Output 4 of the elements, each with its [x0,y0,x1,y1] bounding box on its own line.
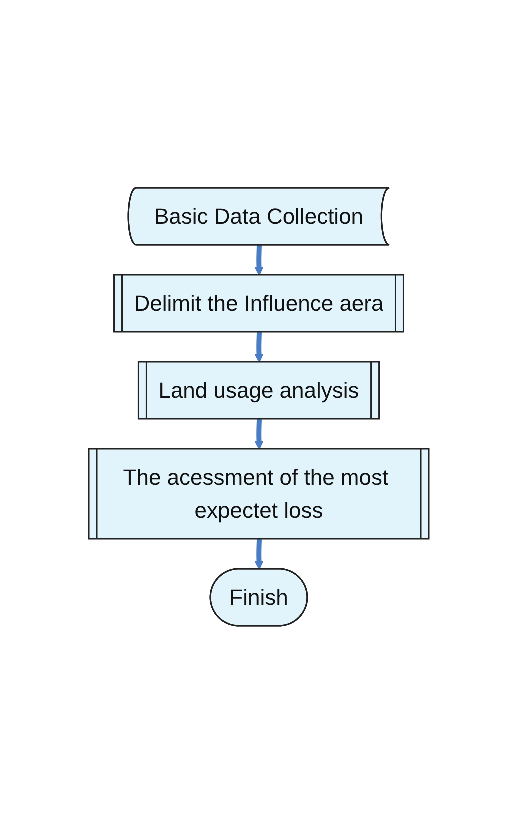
arrow [254,332,264,362]
arrow [254,538,264,570]
arrow [254,418,264,450]
arrow [254,244,264,276]
